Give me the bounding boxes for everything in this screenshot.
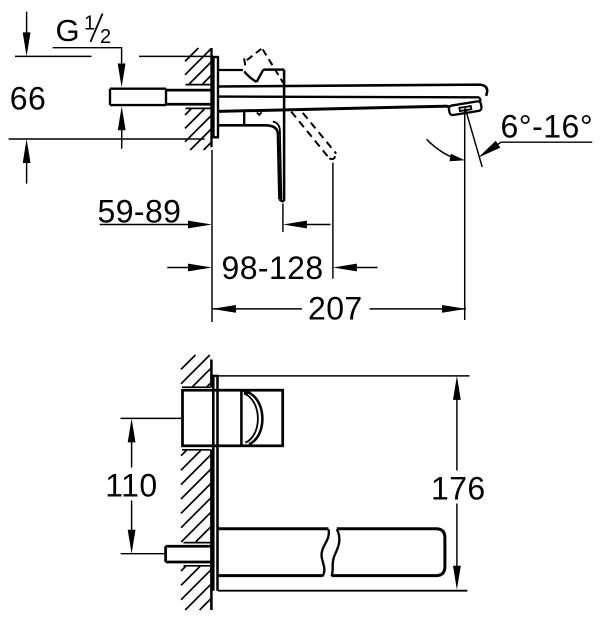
svg-text:2: 2 [100, 26, 112, 48]
svg-text:66: 66 [10, 80, 46, 116]
svg-text:110: 110 [105, 467, 157, 503]
svg-text:98-128: 98-128 [222, 250, 324, 286]
svg-text:176: 176 [431, 471, 486, 507]
svg-text:1: 1 [84, 13, 96, 35]
svg-text:6°-16°: 6°-16° [501, 109, 594, 145]
svg-text:G: G [56, 13, 81, 48]
svg-text:207: 207 [308, 290, 363, 326]
svg-text:59-89: 59-89 [98, 194, 182, 230]
